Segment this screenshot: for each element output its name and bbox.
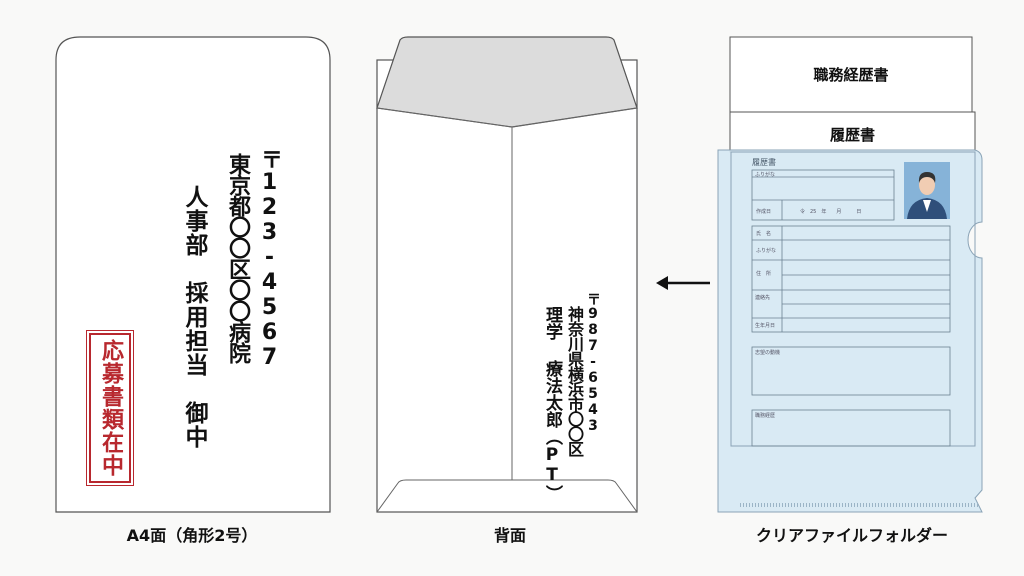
front-envelope — [55, 36, 331, 513]
front-address: 東京都〇〇区〇〇病院 — [225, 153, 250, 363]
row-label: 生年月日 — [755, 323, 776, 329]
back-postal-code: 〒987-6543 — [585, 292, 601, 434]
resume-title: 履歴書 — [829, 126, 875, 144]
front-postal-code: 〒123-4567 — [257, 148, 282, 370]
career-label: 職務経歴 — [755, 413, 776, 419]
row-label: 住 所 — [756, 271, 772, 277]
sender-name: 理学 療法太郎（PT） — [542, 306, 562, 502]
back-caption: 背面 — [493, 526, 527, 545]
furigana-label: ふりがな — [755, 172, 776, 178]
row-label: 氏 名 — [756, 231, 772, 237]
career-history-title: 職務経歴書 — [813, 66, 889, 84]
row-label: ふりがな — [756, 248, 777, 254]
back-address: 神奈川県横浜市〇〇区 — [565, 306, 584, 456]
clear-folder — [717, 149, 983, 513]
doc-resume — [729, 111, 976, 153]
application-documents-stamp: 応募書類在中 — [86, 330, 134, 486]
front-caption: A4面（角形2号） — [126, 526, 258, 545]
row-label: 連絡先 — [755, 295, 771, 301]
resume-form-title: 履歴書 — [752, 158, 776, 167]
folder-caption: クリアファイルフォルダー — [755, 526, 949, 545]
photo-icon — [904, 162, 950, 219]
created-date: 令 25 年 月 日 — [800, 209, 862, 215]
arrow-icon — [656, 276, 710, 290]
motivation-label: 志望の動機 — [755, 350, 781, 356]
created-label: 作成日 — [756, 209, 772, 215]
doc-career — [729, 36, 973, 113]
back-envelope — [376, 36, 638, 513]
front-recipient: 人事部 採用担当 御中 — [181, 185, 207, 449]
